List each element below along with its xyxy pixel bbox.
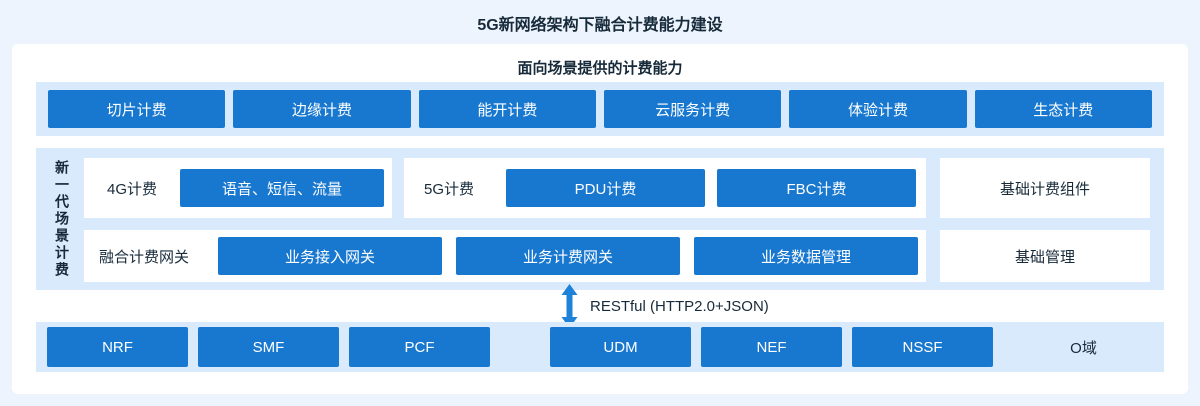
- capability-edge-billing: 边缘计费: [233, 90, 411, 128]
- nf-nrf: NRF: [47, 327, 188, 367]
- scene-billing-panel: 新一代场景计费 4G计费 语音、短信、流量 5G计费 PDU计费 FBC计费 基…: [36, 148, 1164, 290]
- scene-billing-row-1: 4G计费 语音、短信、流量 5G计费 PDU计费 FBC计费 基础计费组件: [84, 158, 1150, 218]
- group-gateway-label: 融合计费网关: [98, 248, 189, 266]
- interface-zone: RESTful (HTTP2.0+JSON): [12, 284, 1188, 328]
- restful-interface-label: RESTful (HTTP2.0+JSON): [590, 297, 769, 315]
- capability-experience-billing: 体验计费: [789, 90, 967, 128]
- box-basic-billing-components: 基础计费组件: [940, 158, 1150, 218]
- group-5g-label: 5G计费: [423, 180, 474, 198]
- nf-nef: NEF: [701, 327, 842, 367]
- block-fbc-billing: FBC计费: [717, 169, 916, 207]
- capabilities-strip: 切片计费 边缘计费 能开计费 云服务计费 体验计费 生态计费: [36, 82, 1164, 136]
- nf-pcf: PCF: [349, 327, 490, 367]
- capability-ecosystem-billing: 生态计费: [974, 90, 1152, 128]
- group-converged-gateway: 融合计费网关 业务接入网关 业务计费网关 业务数据管理: [84, 230, 926, 282]
- block-service-billing-gateway: 业务计费网关: [456, 237, 680, 275]
- capabilities-header: 面向场景提供的计费能力: [517, 60, 683, 77]
- o-domain-label: O域: [1070, 339, 1097, 357]
- group-4g-label: 4G计费: [106, 180, 157, 198]
- scene-billing-vertical-label: 新一代场景计费: [54, 159, 70, 279]
- capability-cloud-billing: 云服务计费: [603, 90, 782, 128]
- nf-nssf: NSSF: [852, 327, 993, 367]
- block-pdu-billing: PDU计费: [506, 169, 705, 207]
- block-service-access-gateway: 业务接入网关: [218, 237, 442, 275]
- box-basic-management: 基础管理: [940, 230, 1150, 282]
- nf-udm: UDM: [550, 327, 691, 367]
- capability-openness-billing: 能开计费: [418, 90, 596, 128]
- network-functions-strip: NRF SMF PCF UDM NEF NSSF O域: [36, 322, 1164, 372]
- block-service-data-management: 业务数据管理: [694, 237, 918, 275]
- scene-billing-row-2: 融合计费网关 业务接入网关 业务计费网关 业务数据管理 基础管理: [84, 230, 1150, 282]
- block-voice-sms-data: 语音、短信、流量: [180, 169, 384, 207]
- group-4g-billing: 4G计费 语音、短信、流量: [84, 158, 392, 218]
- group-5g-billing: 5G计费 PDU计费 FBC计费: [404, 158, 926, 218]
- double-arrow-vertical-icon: [561, 284, 578, 328]
- capability-slice-billing: 切片计费: [48, 90, 226, 128]
- main-panel: 面向场景提供的计费能力 切片计费 边缘计费 能开计费 云服务计费 体验计费 生态…: [12, 44, 1188, 394]
- page-title: 5G新网络架构下融合计费能力建设: [477, 17, 723, 34]
- nf-smf: SMF: [198, 327, 339, 367]
